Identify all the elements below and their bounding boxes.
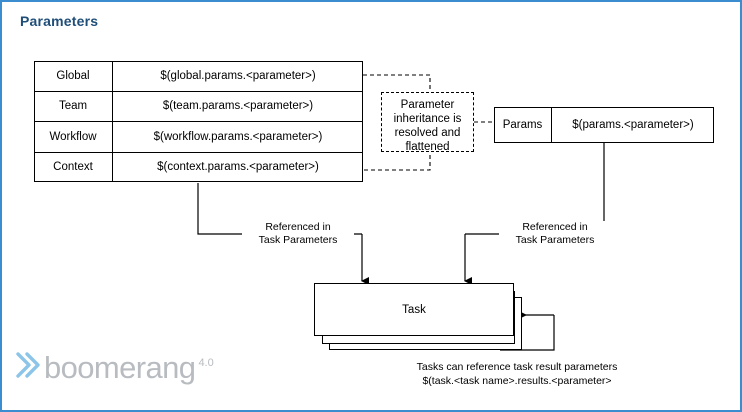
params-table-row-divider [34,91,363,92]
left-reference-label-line1: Referenced in [265,221,331,233]
inheritance-note: Parameter inheritance is resolved and fl… [381,92,474,153]
right-reference-label-line2: Task Parameters [515,234,595,246]
params-table-reference-cell: $(workflow.params.<parameter>) [153,130,323,143]
params-table-scope-cell: Context [53,161,93,173]
right-reference-label-line1: Referenced in [522,221,588,233]
left-reference-label: Referenced in Task Parameters [242,221,354,247]
boomerang-version: 4.0 [198,357,214,369]
task-result-note-line1: Tasks can reference task result paramete… [416,361,618,373]
boomerang-logo: boomerang 4.0 [16,348,214,386]
task-box-label: Task [402,303,426,316]
params-table-reference-cell: $(context.params.<parameter>) [157,161,319,173]
task-result-loop [500,311,555,351]
params-table-row-divider [34,152,363,153]
params-table-scope-cell: Team [58,100,88,112]
params-box-label: Params [502,119,543,131]
task-result-note-line2: $(task.<task name>.results.<parameter> [422,375,612,387]
right-reference-path [464,143,605,285]
params-table-scope-cell: Workflow [49,130,97,143]
params-table-reference-cell: $(team.params.<parameter>) [162,100,314,112]
params-box [494,107,714,143]
params-table-scope-cell: Global [56,70,90,82]
page-title: Parameters [20,13,99,29]
params-box-reference: $(params.<parameter>) [572,119,694,131]
task-box[interactable]: Task [314,283,514,336]
params-box-divider [551,107,552,143]
params-table-row-divider [34,121,363,122]
double-chevron-icon [16,350,42,385]
task-result-note: Tasks can reference task result paramete… [382,360,652,388]
params-table-reference-cell: $(global.params.<parameter>) [160,70,316,82]
left-reference-label-line2: Task Parameters [258,234,338,246]
right-reference-label: Referenced in Task Parameters [499,221,611,247]
boomerang-wordmark: boomerang [44,350,196,385]
